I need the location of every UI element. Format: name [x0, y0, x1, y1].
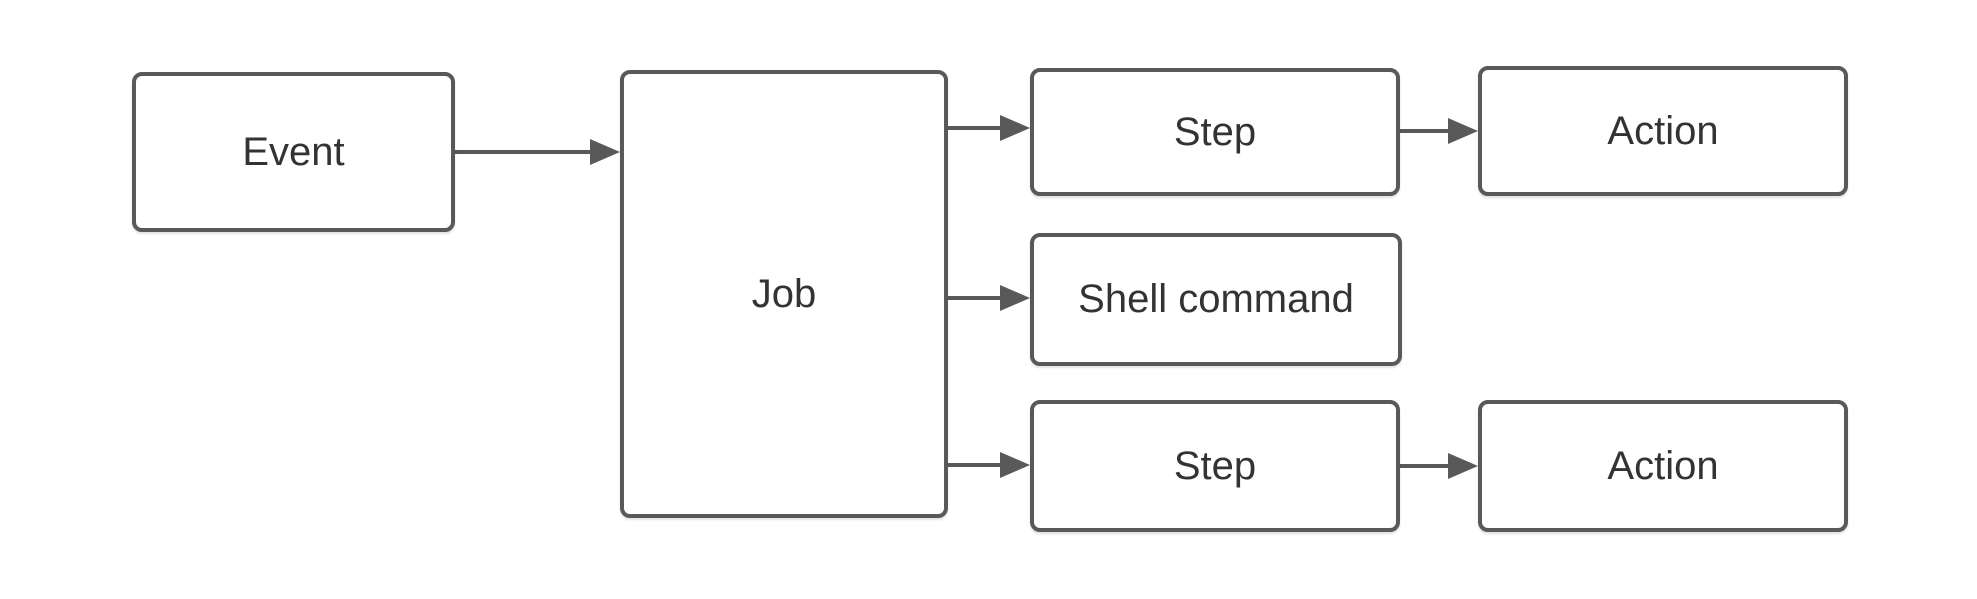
node-step-top-label: Step: [1173, 109, 1257, 154]
node-job: Job: [620, 70, 948, 518]
arrowhead-icon: [590, 139, 620, 165]
arrow-job-to-step-top: [948, 115, 1030, 141]
node-step-bottom-label: Step: [1173, 443, 1257, 488]
node-step-bottom: Step: [1030, 400, 1400, 532]
arrowhead-icon: [1000, 115, 1030, 141]
node-action-top-label: Action: [1607, 108, 1719, 153]
node-shell-command: Shell command: [1030, 233, 1402, 366]
node-job-label: Job: [751, 271, 817, 316]
arrowhead-icon: [1448, 118, 1478, 144]
node-shell-command-label: Shell command: [1078, 277, 1354, 321]
arrow-step-bottom-to-action-bottom: [1400, 453, 1478, 479]
arrowhead-icon: [1448, 453, 1478, 479]
arrowhead-icon: [1000, 452, 1030, 478]
node-event-label: Event: [242, 129, 345, 174]
node-action-bottom: Action: [1478, 400, 1848, 532]
arrow-event-to-job: [455, 139, 620, 165]
arrow-job-to-step-bottom: [948, 452, 1030, 478]
node-step-top: Step: [1030, 68, 1400, 196]
arrowhead-icon: [1000, 285, 1030, 311]
node-action-bottom-label: Action: [1607, 443, 1719, 488]
node-event: Event: [132, 72, 455, 232]
arrow-step-top-to-action-top: [1400, 118, 1478, 144]
node-action-top: Action: [1478, 66, 1848, 196]
arrow-job-to-shell-command: [948, 285, 1030, 311]
